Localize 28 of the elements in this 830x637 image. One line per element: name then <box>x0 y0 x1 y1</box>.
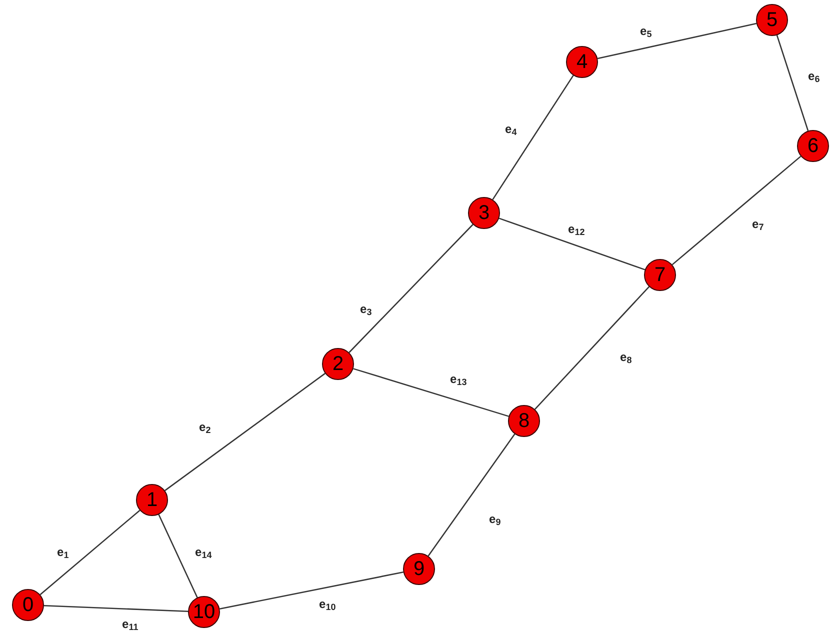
edge-line <box>428 434 516 556</box>
edge-label: e$_{7}$ <box>752 218 764 230</box>
edge-label: e$_{13}$ <box>450 373 467 385</box>
edge-line <box>40 510 140 596</box>
edge-line <box>353 368 509 417</box>
edge-line <box>158 514 198 598</box>
edge-line <box>672 156 802 266</box>
edge-line <box>44 604 188 612</box>
edge-label: e$_{10}$ <box>319 598 336 610</box>
edge-label: e$_{4}$ <box>505 123 517 135</box>
edge-line <box>348 224 474 353</box>
edge-label: e$_{1}$ <box>57 546 69 558</box>
edge-line <box>534 286 650 410</box>
edge-line <box>492 75 574 200</box>
edge-label: e$_{11}$ <box>122 618 138 630</box>
edge-line <box>597 22 757 60</box>
edge-label: e$_{6}$ <box>808 70 820 82</box>
edge-line <box>776 35 809 131</box>
edge-label: e$_{14}$ <box>195 546 212 558</box>
edge-line <box>164 372 326 492</box>
edge-line <box>220 572 404 610</box>
edge-label: e$_{12}$ <box>568 223 585 235</box>
edge-line <box>498 218 646 270</box>
edge-label: e$_{8}$ <box>620 351 632 363</box>
edge-label: e$_{2}$ <box>199 421 211 433</box>
edge-label: e$_{3}$ <box>360 303 372 315</box>
edge-label: e$_{5}$ <box>640 25 652 37</box>
edge-label: e$_{9}$ <box>489 513 501 525</box>
